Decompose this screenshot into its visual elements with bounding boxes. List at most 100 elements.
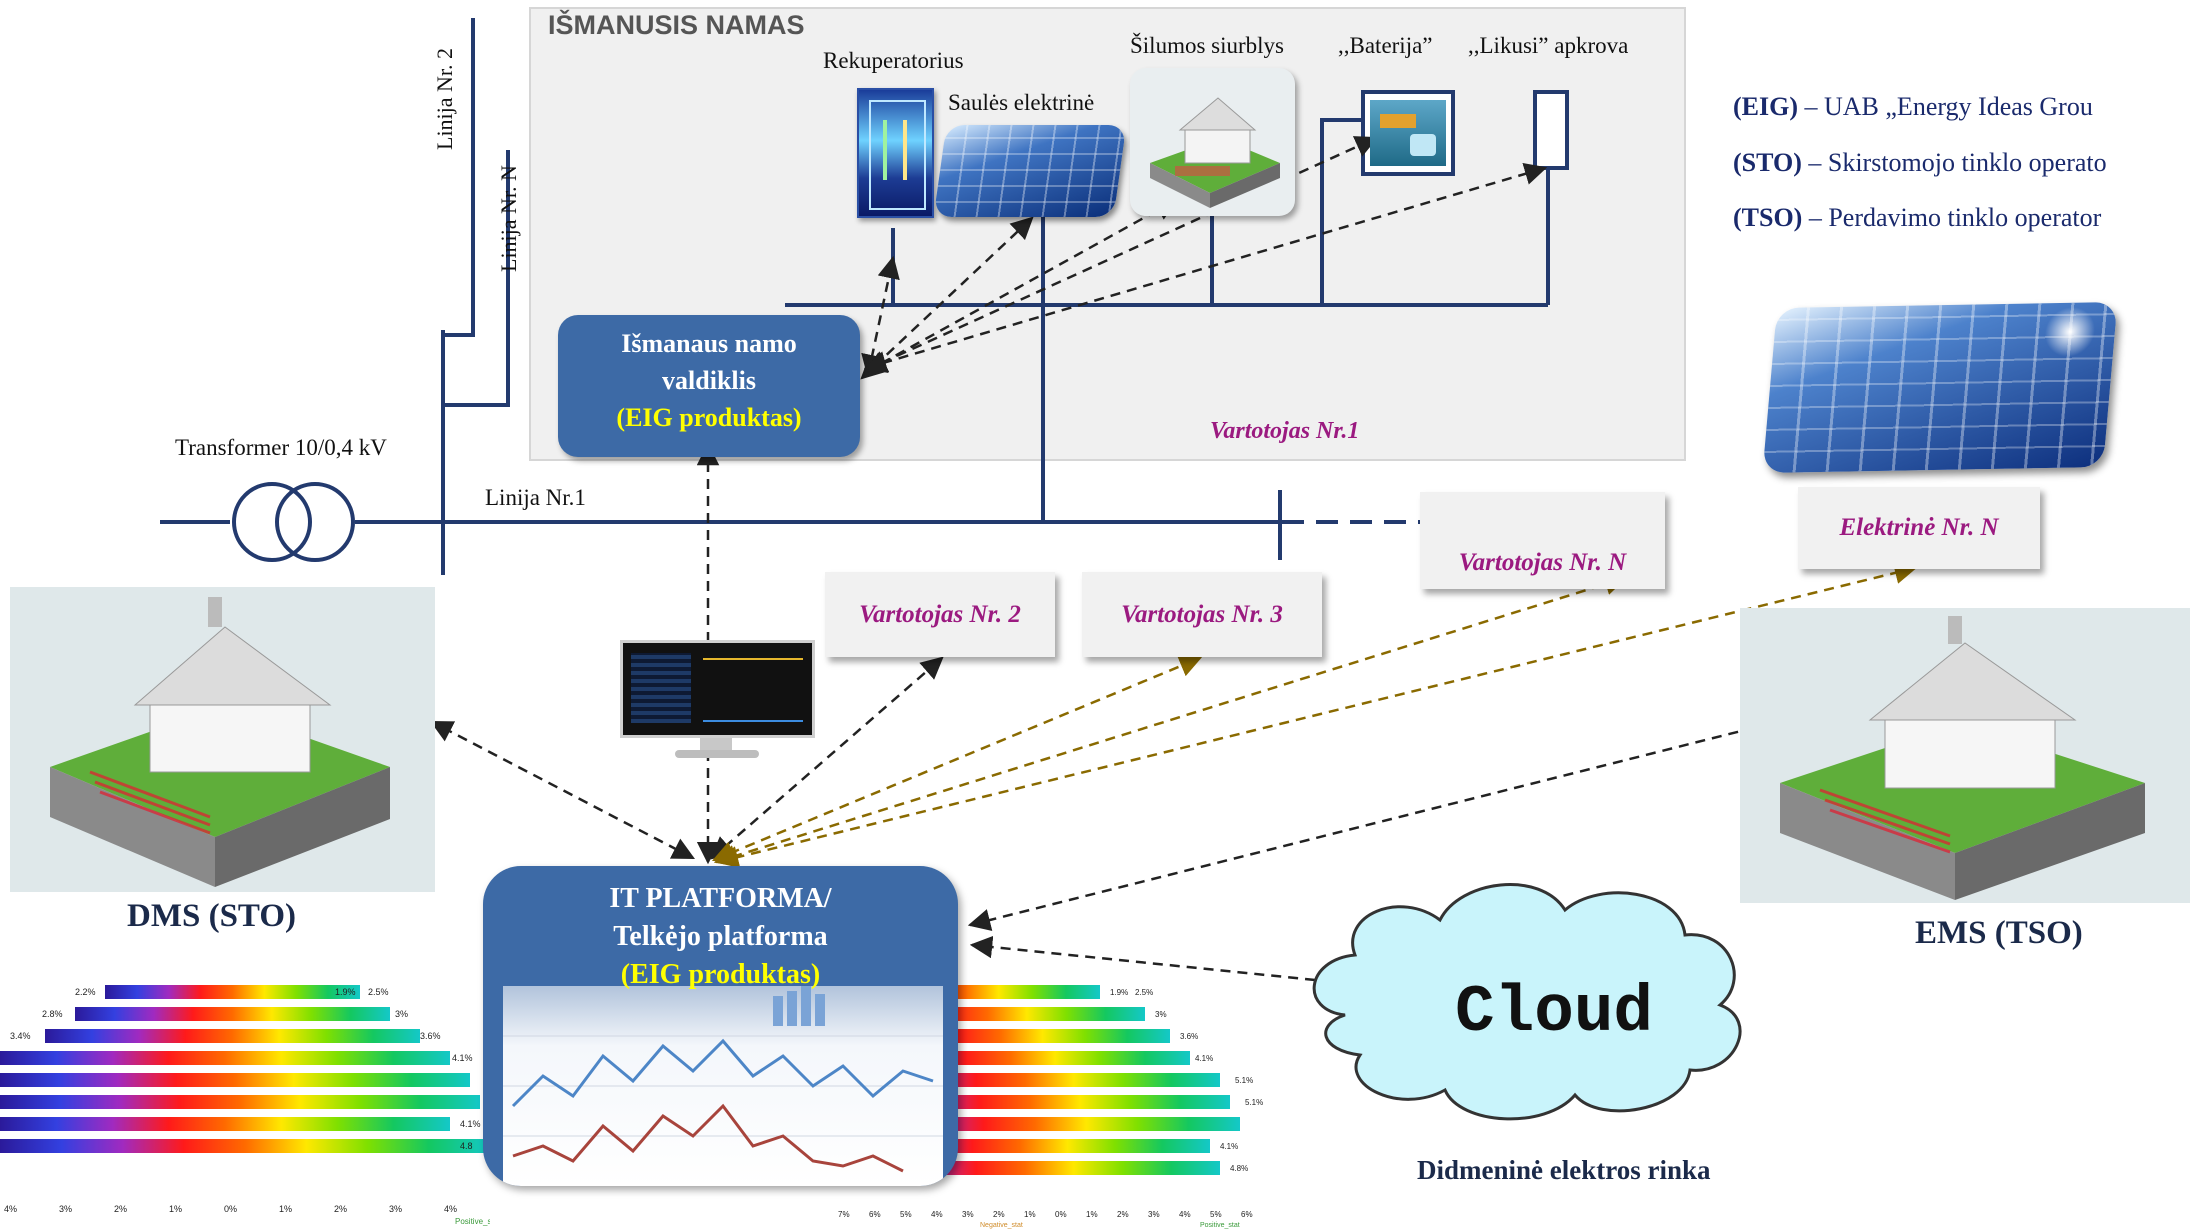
legend-eig-abbr: (EIG) <box>1733 92 1798 121</box>
right-bar-label: 5.1% <box>1235 1076 1253 1085</box>
left-bar <box>0 1073 470 1087</box>
left-bar-label-left: 3.4% <box>10 1031 31 1041</box>
right-bar-axis-caption-left: Negative_stat <box>980 1222 1023 1229</box>
left-bar-axis-tick: 2% <box>334 1204 347 1214</box>
legend-tso-abbr: (TSO) <box>1733 203 1803 232</box>
left-bar-label-left: 2.8% <box>42 1009 63 1019</box>
left-bar-axis-tick: 4% <box>4 1204 17 1214</box>
power-plant-n-label: Elektrinė Nr. N <box>1839 514 1999 541</box>
right-bar-axis-tick: 6% <box>1241 1210 1253 1219</box>
left-bar <box>75 1007 390 1021</box>
ems-label: EMS (TSO) <box>1915 915 2083 951</box>
left-bars-thumbnail: 2.2%2.8%3.4%1.9%2.5%3%3.6%4.1%4.1%4.84%3… <box>0 985 490 1226</box>
controller-line2: valdiklis <box>662 366 756 395</box>
right-bar-axis-tick: 2% <box>993 1210 1005 1219</box>
recuperator-image <box>857 88 934 218</box>
right-bar-axis-tick: 3% <box>1148 1210 1160 1219</box>
dms-house-image <box>10 587 435 892</box>
consumer-1-label: Vartotojas Nr.1 <box>1210 418 1360 444</box>
wholesale-market-label: Didmeninė elektros rinka <box>1417 1155 1711 1185</box>
right-bar-axis-tick: 4% <box>931 1210 943 1219</box>
left-bar-axis-tick: 3% <box>389 1204 402 1214</box>
device-label-recuperator: Rekuperatorius <box>823 48 964 73</box>
right-bar-label: 4.1% <box>1220 1142 1238 1151</box>
left-bar-label-right: 3% <box>395 1009 408 1019</box>
left-bar-axis-tick: 2% <box>114 1204 127 1214</box>
left-bar-label-left: 2.2% <box>75 987 96 997</box>
consumer-2-card[interactable]: Vartotojas Nr. 2 <box>825 572 1055 657</box>
legend-sto-text: – Skirstomojo tinklo operato <box>1801 148 2107 177</box>
left-bar <box>105 985 360 999</box>
solar-panel-image <box>933 125 1127 217</box>
right-bar-label: 4.8% <box>1230 1164 1248 1173</box>
line-n-wire <box>443 150 510 407</box>
device-label-heat-pump: Šilumos siurblys <box>1130 33 1285 58</box>
left-bar <box>45 1029 420 1043</box>
left-bar <box>0 1139 490 1153</box>
platform-product-label: (EIG produktas) <box>620 959 821 990</box>
line-n-label: Linija Nr. N <box>496 165 521 272</box>
cloud-label: Cloud <box>1455 975 1654 1050</box>
left-bar-label-right: 1.9% <box>335 987 356 997</box>
ems-house-image <box>1740 608 2190 903</box>
platform-line2: Telkėjo platforma <box>613 921 828 952</box>
right-bar-label: 3.6% <box>1180 1032 1198 1041</box>
consumer-3-label: Vartotojas Nr. 3 <box>1121 600 1283 628</box>
controller-line1: Išmanaus namo <box>621 329 797 358</box>
smart-home-controller[interactable]: Išmanaus namo valdiklis (EIG produktas) <box>558 315 860 457</box>
right-bar-axis-tick: 4% <box>1179 1210 1191 1219</box>
consumer-n-card[interactable]: Vartotojas Nr. N <box>1420 492 1665 589</box>
left-bar <box>0 1117 450 1131</box>
right-bar-label: 3% <box>1155 1010 1167 1019</box>
legend-sto-abbr: (STO) <box>1733 148 1802 177</box>
transformer-label: Transformer 10/0,4 kV <box>175 435 387 460</box>
right-bar-axis-tick: 7% <box>838 1210 850 1219</box>
line-1-label: Linija Nr.1 <box>485 485 586 510</box>
power-plant-n-card[interactable]: Elektrinė Nr. N <box>1798 487 2040 569</box>
legend-sto: (STO) – Skirstomojo tinklo operato <box>1733 148 2107 178</box>
consumer-2-label: Vartotojas Nr. 2 <box>859 600 1021 628</box>
cloud-shape <box>1312 883 1742 1121</box>
dms-label: DMS (STO) <box>127 898 296 934</box>
left-bar-axis-caption: Positive_stat% <box>455 1217 490 1226</box>
power-plant-solar-image <box>1762 302 2118 473</box>
legend-eig: (EIG) – UAB „Energy Ideas Grou <box>1733 92 2093 122</box>
left-bar-label-right: 4.1% <box>460 1119 481 1129</box>
left-bar-label-right: 4.1% <box>452 1053 473 1063</box>
device-label-solar: Saulės elektrinė <box>948 90 1095 115</box>
right-bar-axis-tick: 2% <box>1117 1210 1129 1219</box>
right-bar-axis-tick: 1% <box>1086 1210 1098 1219</box>
smart-house-title: IŠMANUSIS NAMAS <box>548 10 805 40</box>
legend-tso-text: – Perdavimo tinklo operator <box>1802 203 2102 232</box>
device-label-load: ,,Likusi” apkrova <box>1468 33 1629 58</box>
battery-image <box>1370 100 1446 166</box>
legend-eig-text: – UAB „Energy Ideas Grou <box>1798 92 2093 121</box>
right-bar-axis-caption-right: Positive_stat <box>1200 1222 1240 1229</box>
device-label-battery: ,,Baterija” <box>1338 33 1433 58</box>
left-bar <box>0 1095 480 1109</box>
left-bar-label-right: 3.6% <box>420 1031 441 1041</box>
consumer-3-card[interactable]: Vartotojas Nr. 3 <box>1082 572 1322 657</box>
left-bar-label-right: 4.8 <box>460 1141 473 1151</box>
right-bar-axis-tick: 1% <box>1024 1210 1036 1219</box>
it-platform[interactable]: IT PLATFORMA/ Telkėjo platforma (EIG pro… <box>483 866 958 1186</box>
consumer-n-label: Vartotojas Nr. N <box>1458 549 1627 576</box>
right-bar-axis-tick: 5% <box>900 1210 912 1219</box>
left-bar-axis-tick: 1% <box>169 1204 182 1214</box>
right-bar-label: 2.5% <box>1135 988 1153 997</box>
left-bar-axis-tick: 0% <box>224 1204 237 1214</box>
legend-tso: (TSO) – Perdavimo tinklo operator <box>1733 203 2101 233</box>
heat-pump-image <box>1130 68 1295 216</box>
right-bar-axis-tick: 3% <box>962 1210 974 1219</box>
platform-line1: IT PLATFORMA/ <box>609 883 832 914</box>
load-symbol <box>1533 90 1569 170</box>
left-bar-axis-tick: 4% <box>444 1204 457 1214</box>
platform-chart-image <box>503 986 943 1186</box>
monitor-image <box>620 640 815 760</box>
left-bar-axis-tick: 3% <box>59 1204 72 1214</box>
transformer-symbol <box>232 482 355 562</box>
right-bar-axis-tick: 5% <box>1210 1210 1222 1219</box>
right-bar-label: 5.1% <box>1245 1098 1263 1107</box>
controller-product-label: (EIG produktas) <box>616 403 802 432</box>
right-bar-label: 1.9% <box>1110 988 1128 997</box>
